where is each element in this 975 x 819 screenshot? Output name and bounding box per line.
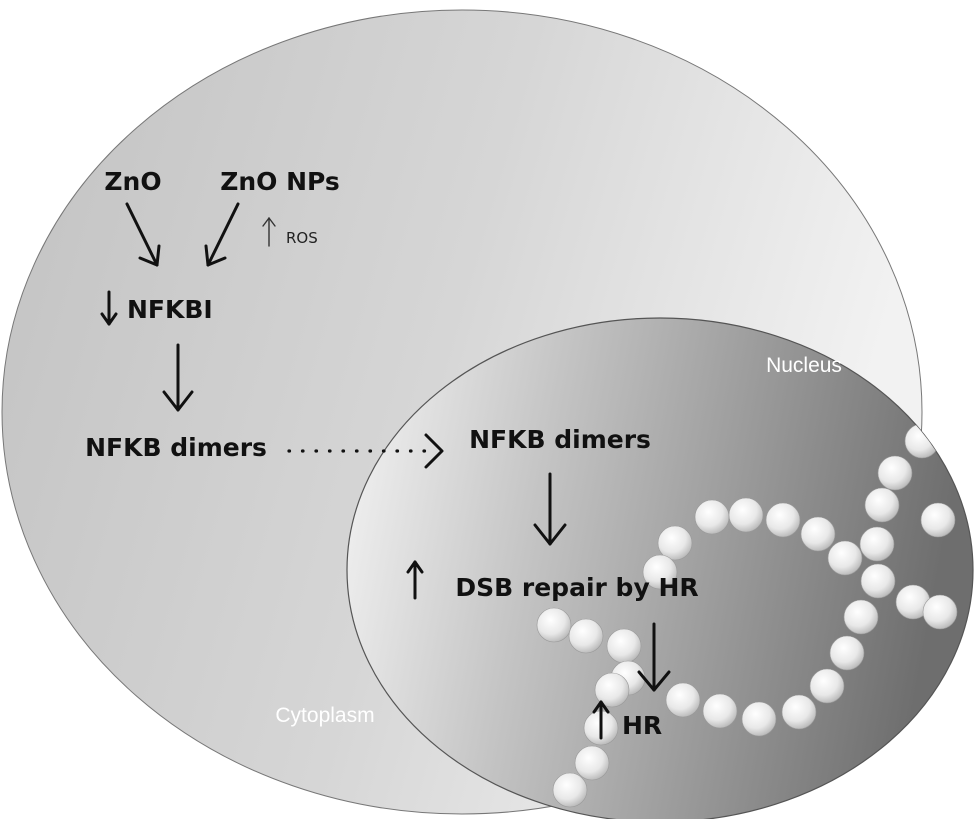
dsb-repair-label: DSB repair by HR bbox=[455, 573, 698, 602]
chromatin-bead bbox=[809, 668, 845, 704]
arrow-dimers-to-dsb bbox=[533, 472, 567, 546]
chromatin-bead bbox=[594, 672, 630, 708]
chromatin-bead bbox=[574, 745, 610, 781]
chromatin-bead bbox=[800, 516, 836, 552]
chromatin-bead bbox=[843, 599, 879, 635]
chromatin-bead bbox=[859, 526, 895, 562]
chromatin-bead bbox=[536, 607, 572, 643]
chromatin-beads bbox=[536, 423, 958, 808]
chromatin-bead bbox=[657, 525, 693, 561]
chromatin-bead bbox=[877, 455, 913, 491]
chromatin-bead bbox=[728, 497, 764, 533]
hr-label: HR bbox=[622, 711, 662, 740]
chromatin-bead bbox=[665, 682, 701, 718]
chromatin-bead bbox=[765, 502, 801, 538]
arrow-zno-to-nfkbi bbox=[125, 202, 161, 267]
chromatin-bead bbox=[922, 594, 958, 630]
chromatin-bead bbox=[694, 499, 730, 535]
nucleus-label: Nucleus bbox=[766, 354, 842, 377]
chromatin-bead bbox=[741, 701, 777, 737]
zno-nps-label: ZnO NPs bbox=[220, 167, 340, 196]
chromatin-bead bbox=[864, 487, 900, 523]
nfkbi-down-arrow-icon bbox=[100, 290, 118, 326]
chromatin-bead bbox=[552, 772, 588, 808]
chromatin-bead bbox=[860, 563, 896, 599]
chromatin-bead bbox=[606, 628, 642, 664]
chromatin-bead bbox=[781, 694, 817, 730]
arrow-dsb-to-hr bbox=[637, 622, 671, 692]
ros-up-arrow-icon bbox=[262, 217, 276, 247]
nfkb-dimers-cytoplasm-label: NFKB dimers bbox=[85, 433, 267, 462]
ros-label: ROS bbox=[286, 229, 318, 247]
nfkb-dimers-nucleus-label: NFKB dimers bbox=[469, 425, 651, 454]
chromatin-bead bbox=[642, 554, 678, 590]
translocation-dotted-arrow bbox=[287, 433, 444, 469]
arrow-nfkbi-to-dimers bbox=[162, 343, 194, 412]
zno-label: ZnO bbox=[104, 167, 161, 196]
chromatin-bead bbox=[827, 540, 863, 576]
chromatin-bead bbox=[829, 635, 865, 671]
dsb-up-arrow-icon bbox=[406, 560, 424, 600]
cytoplasm-label: Cytoplasm bbox=[275, 704, 374, 727]
hr-up-arrow-icon bbox=[592, 700, 610, 740]
chromatin-bead bbox=[920, 502, 956, 538]
arrow-znonps-to-nfkbi bbox=[204, 202, 240, 267]
chromatin-bead bbox=[568, 618, 604, 654]
chromatin-bead bbox=[702, 693, 738, 729]
nfkbi-label: NFKBI bbox=[127, 295, 213, 324]
